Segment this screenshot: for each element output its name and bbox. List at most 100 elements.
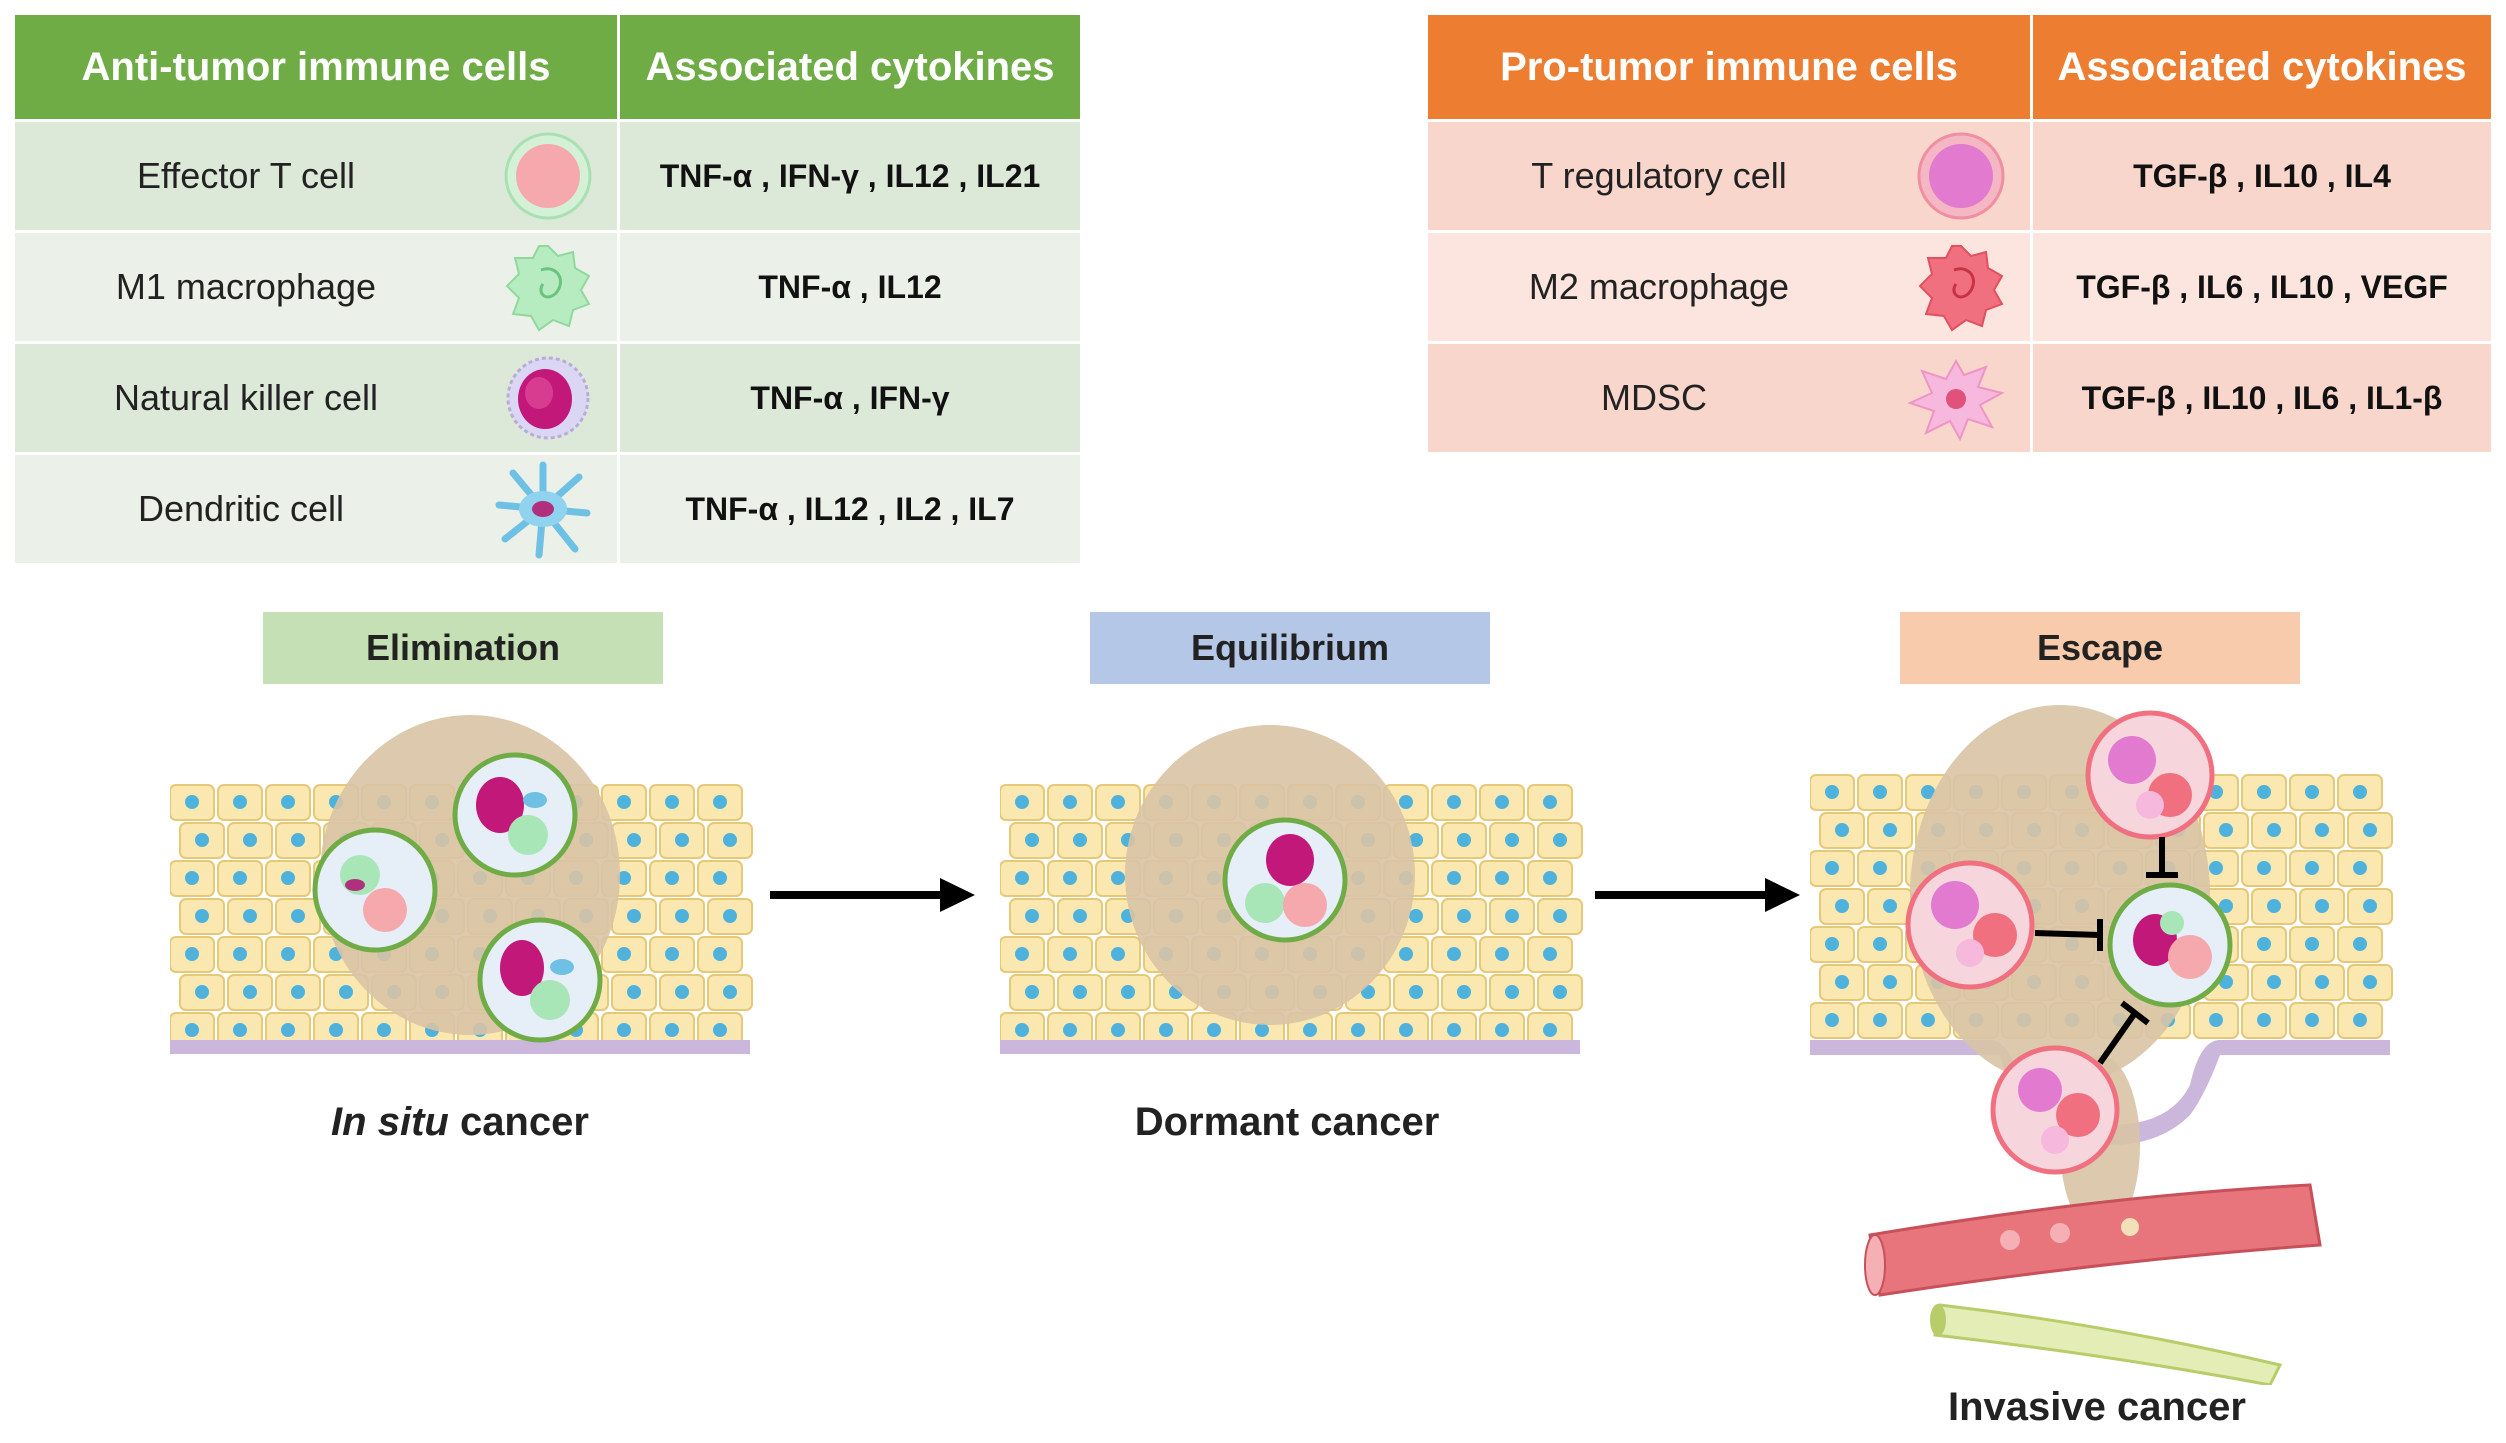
epithelial-nucleus	[2315, 823, 2329, 837]
epithelial-nucleus	[2305, 937, 2319, 951]
epithelial-nucleus	[2315, 899, 2329, 913]
pro-tumor-header-cytokines: Associated cytokines	[2057, 44, 2467, 89]
epithelial-nucleus	[1873, 785, 1887, 799]
epithelial-nucleus	[1457, 985, 1471, 999]
epithelial-nucleus	[243, 833, 257, 847]
m2-macrophage-icon	[1918, 245, 2004, 332]
cell-name-cell: T regulatory cell	[1428, 122, 2033, 230]
epithelial-nucleus	[1553, 985, 1567, 999]
epithelial-nucleus	[1495, 871, 1509, 885]
cell-name: M2 macrophage	[1528, 266, 1790, 307]
epithelial-nucleus	[1025, 985, 1039, 999]
epithelial-nucleus	[233, 947, 247, 961]
epithelial-nucleus	[1063, 1023, 1077, 1037]
arrow-2	[1595, 878, 1800, 912]
epithelial-nucleus	[1835, 823, 1849, 837]
table-row: Dendritic cell TNF-α , IL12 , IL2 , IL7	[15, 452, 1080, 563]
anti-tumor-table-header: Anti-tumor immune cells Associated cytok…	[15, 15, 1080, 119]
epithelial-nucleus	[723, 985, 737, 999]
elimination-tissue-illustration	[170, 715, 753, 1054]
epithelial-nucleus	[2257, 861, 2271, 875]
epithelial-nucleus	[185, 1023, 199, 1037]
dendritic-cell-icon	[495, 461, 591, 559]
epithelial-nucleus	[1825, 785, 1839, 799]
epithelial-nucleus	[1543, 795, 1557, 809]
epithelial-nucleus	[2267, 975, 2281, 989]
epithelial-nucleus	[377, 1023, 391, 1037]
mdsc-icon	[1907, 358, 2005, 442]
epithelial-nucleus	[723, 909, 737, 923]
epithelial-nucleus	[1015, 1023, 1029, 1037]
epithelial-nucleus	[1447, 871, 1461, 885]
epithelial-nucleus	[2209, 1013, 2223, 1027]
epithelial-nucleus	[1447, 1023, 1461, 1037]
epithelial-nucleus	[243, 909, 257, 923]
epithelial-nucleus	[713, 795, 727, 809]
cell-name-cell: Dendritic cell	[15, 455, 620, 563]
epithelial-nucleus	[1543, 947, 1557, 961]
epithelial-nucleus	[1409, 833, 1423, 847]
in-situ-italic: In situ	[331, 1100, 449, 1144]
epithelial-nucleus	[2353, 1013, 2367, 1027]
epithelial-nucleus	[281, 947, 295, 961]
epithelial-nucleus	[1873, 1013, 1887, 1027]
cytokine-list: TGF-β , IL10 , IL6 , IL1-β	[2081, 379, 2443, 416]
epithelial-nucleus	[233, 795, 247, 809]
epithelial-nucleus	[1015, 795, 1029, 809]
epithelial-nucleus	[1505, 833, 1519, 847]
epithelial-nucleus	[1025, 909, 1039, 923]
epithelial-nucleus	[665, 1023, 679, 1037]
epithelial-nucleus	[2219, 899, 2233, 913]
epithelial-nucleus	[1921, 1013, 1935, 1027]
table-row: T regulatory cell TGF-β , IL10 , IL4	[1428, 119, 2491, 230]
cell-name: Dendritic cell	[137, 488, 345, 529]
pro-tumor-table-header: Pro-tumor immune cells Associated cytoki…	[1428, 15, 2491, 119]
epithelial-nucleus	[1073, 833, 1087, 847]
epithelial-nucleus	[233, 1023, 247, 1037]
epithelial-nucleus	[1159, 1023, 1173, 1037]
cytokine-list: TGF-β , IL10 , IL4	[2133, 157, 2391, 194]
epithelial-nucleus	[1825, 1013, 1839, 1027]
cell-name-cell: M2 macrophage	[1428, 233, 2033, 341]
epithelial-nucleus	[2363, 975, 2377, 989]
epithelial-nucleus	[1505, 985, 1519, 999]
effector-t-cell-icon	[504, 132, 592, 220]
epithelial-nucleus	[617, 1023, 631, 1037]
epithelial-nucleus	[1015, 947, 1029, 961]
immune-cell-circle	[452, 752, 578, 878]
cell-name: MDSC	[1601, 377, 1707, 418]
cytokine-list: TNF-α , IFN-γ	[750, 379, 950, 416]
in-situ-cancer-caption: In situ cancer	[260, 1100, 660, 1145]
epithelial-nucleus	[1073, 909, 1087, 923]
epithelial-nucleus	[1399, 795, 1413, 809]
anti-tumor-table: Anti-tumor immune cells Associated cytok…	[15, 15, 1080, 563]
epithelial-nucleus	[713, 871, 727, 885]
epithelial-nucleus	[723, 833, 737, 847]
epithelial-nucleus	[665, 871, 679, 885]
epithelial-nucleus	[2257, 1013, 2271, 1027]
cell-name: Effector T cell	[136, 155, 356, 196]
epithelial-nucleus	[1351, 1023, 1365, 1037]
cell-name-cell: Effector T cell	[15, 122, 620, 230]
epithelial-nucleus	[185, 795, 199, 809]
epithelial-nucleus	[2353, 785, 2367, 799]
epithelial-nucleus	[1063, 871, 1077, 885]
epithelial-nucleus	[2305, 1013, 2319, 1027]
cytokine-list: TNF-α , IFN-γ , IL12 , IL21	[659, 157, 1041, 194]
epithelial-nucleus	[1883, 899, 1897, 913]
blood-vessel	[1864, 1183, 2322, 1297]
immune-cell-circle	[1222, 817, 1348, 943]
epithelial-nucleus	[2315, 975, 2329, 989]
epithelial-nucleus	[1873, 861, 1887, 875]
cell-name-cell: Natural killer cell	[15, 344, 620, 452]
epithelial-nucleus	[1883, 975, 1897, 989]
epithelial-nucleus	[1495, 795, 1509, 809]
epithelial-nucleus	[195, 909, 209, 923]
cytokine-list: TNF-α , IL12	[758, 268, 942, 305]
epithelial-nucleus	[1015, 871, 1029, 885]
epithelial-nucleus	[2257, 937, 2271, 951]
invasive-cancer-caption: Invasive cancer	[1948, 1385, 2246, 1429]
epithelial-nucleus	[185, 947, 199, 961]
epithelial-nucleus	[1409, 985, 1423, 999]
epithelial-nucleus	[291, 909, 305, 923]
